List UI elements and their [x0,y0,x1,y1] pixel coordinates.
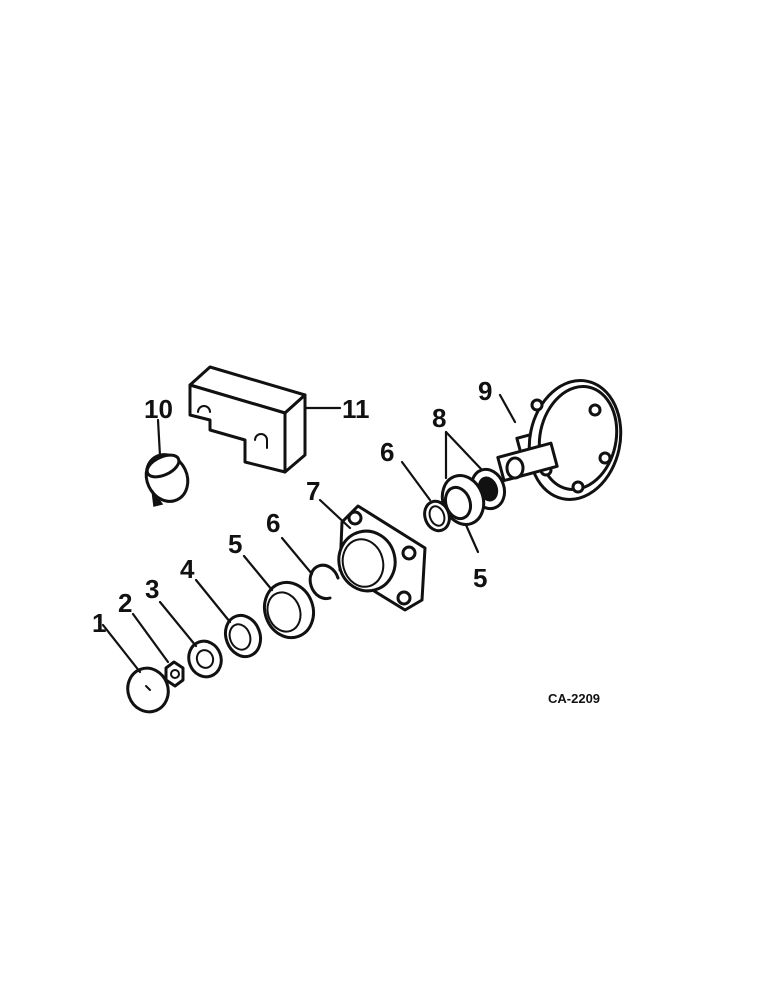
callout-10: 10 [144,394,173,424]
callout-5-right: 5 [473,563,487,593]
callout-2: 2 [118,588,132,618]
part-6-snap-ring-right [400,460,451,533]
callout-1: 1 [92,608,106,638]
part-10-bushing [144,418,190,507]
part-5-leader-right [464,523,480,554]
callout-8: 8 [432,403,446,433]
callout-11: 11 [342,394,370,424]
part-4-bearing-cone [194,578,263,659]
part-5-bearing-cup-left [242,554,316,640]
part-1-dust-cap [101,623,170,714]
part-6-snap-ring-left [280,536,340,601]
part-3-washer [158,600,223,679]
part-9-hub-flange [496,379,623,501]
callout-4: 4 [180,554,195,584]
drawing-code: CA-2209 [548,691,600,706]
callout-9: 9 [478,376,492,406]
callout-6-left: 6 [266,508,280,538]
callout-6-right: 6 [380,437,394,467]
part-8-bearing-set [440,430,507,526]
part-7-flange-housing [318,498,427,612]
part-11-housing-block [188,365,342,474]
callout-5-left: 5 [228,529,242,559]
callout-7: 7 [306,476,320,506]
callout-3: 3 [145,574,159,604]
